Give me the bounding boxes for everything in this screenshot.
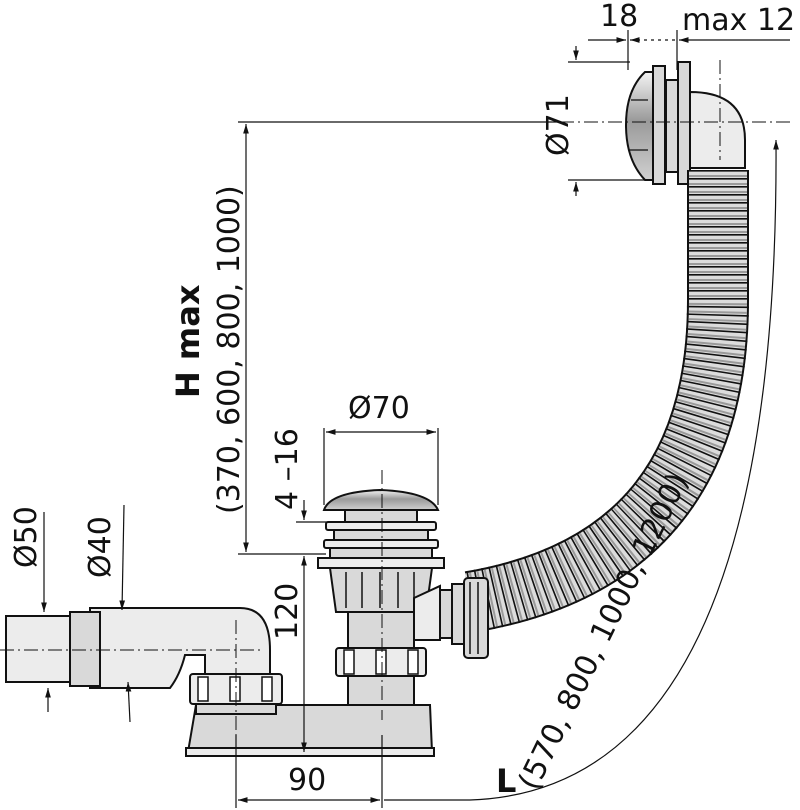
label-h-max-values: (370, 600, 800, 1000) — [212, 185, 247, 514]
label-d71: Ø71 — [541, 94, 576, 156]
label-max-12: max 12 — [682, 3, 795, 38]
label-d70: Ø70 — [348, 391, 410, 426]
centre-lines — [0, 60, 790, 735]
label-120: 120 — [270, 583, 305, 640]
overflow-assembly — [624, 61, 746, 185]
dimension-lines — [41, 30, 790, 808]
drain-assembly — [185, 488, 489, 757]
outlet-assembly — [5, 607, 283, 715]
label-d50: Ø50 — [9, 506, 44, 568]
label-d40: Ø40 — [83, 516, 118, 578]
label-4-16: 4 –16 — [270, 428, 305, 510]
label-18: 18 — [600, 0, 638, 34]
label-90: 90 — [288, 763, 326, 798]
flexible-hose — [464, 170, 749, 633]
label-l: L — [496, 762, 516, 800]
label-h-max: H max — [169, 284, 207, 398]
